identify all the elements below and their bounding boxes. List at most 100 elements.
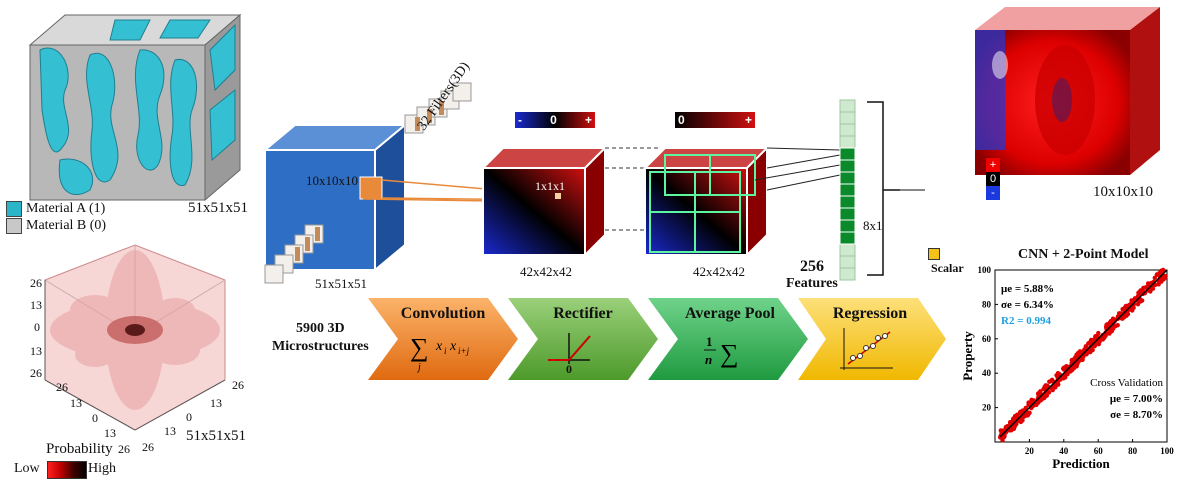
scatter-point xyxy=(1044,393,1050,398)
scatter-point xyxy=(1105,321,1110,327)
active-filter-cube xyxy=(359,176,383,200)
scatter-point xyxy=(998,428,1003,433)
scatter-point xyxy=(1159,279,1164,284)
legend-material-b: Material B (0) xyxy=(6,218,106,234)
axis-tick-br-1: 26 xyxy=(232,378,244,392)
pool-output-size-label: 42x42x42 xyxy=(693,264,745,279)
pipeline-chevrons: ∑ x i x i+j j 1 n ∑ xyxy=(368,298,946,380)
pool-colorbar: 0 + xyxy=(675,112,755,128)
scatter-point xyxy=(1162,275,1168,281)
scalar-output-box xyxy=(928,248,940,260)
conv-kernel-label: 1x1x1 xyxy=(535,179,565,193)
conv-output-cube xyxy=(480,145,608,258)
step-rectifier-title: Rectifier xyxy=(553,305,613,322)
input-size-label: 51x51x51 xyxy=(315,276,367,291)
colorbar1-pos: + xyxy=(584,113,592,127)
colorbar1-neg: - xyxy=(518,113,522,127)
scatter-point xyxy=(1120,316,1125,321)
scatter-point xyxy=(1034,402,1039,408)
scatter-point xyxy=(1160,267,1166,273)
colorbar1-zero: 0 xyxy=(550,113,557,127)
wcb-zero: 0 xyxy=(986,172,1000,186)
scatter-point xyxy=(1113,324,1118,329)
scatter-point xyxy=(1120,307,1125,312)
y-tick-label: 40 xyxy=(982,368,992,378)
axis-tick-left-3: 0 xyxy=(34,320,40,334)
axis-tick-bl-4: 13 xyxy=(104,426,116,440)
material-a-label: Material A (1) xyxy=(26,201,106,216)
features-label: Features xyxy=(786,276,838,291)
scatter-point xyxy=(1043,383,1049,388)
scatter-point xyxy=(1046,390,1052,395)
scatter-point xyxy=(1093,333,1098,339)
feature-brace xyxy=(867,101,900,276)
axis-tick-left-5: 26 xyxy=(30,366,42,380)
scatter-point xyxy=(1069,368,1075,373)
probability-high-label: High xyxy=(88,461,116,476)
scatter-point xyxy=(1037,390,1042,395)
feature-vector xyxy=(839,99,856,281)
features-count-label: 256 xyxy=(800,258,824,275)
legend-material-a: Material A (1) xyxy=(6,201,105,217)
scatter-point xyxy=(1000,438,1005,443)
axis-tick-left-1: 26 xyxy=(30,276,42,290)
svg-text:n: n xyxy=(705,352,712,367)
x-tick-label: 60 xyxy=(1094,446,1104,456)
scatter-point xyxy=(1086,341,1091,346)
axis-tick-bl-1: 26 xyxy=(56,380,68,394)
annotation-cv-sigma: σe = 8.70% xyxy=(1110,409,1163,421)
chevron-regression xyxy=(798,298,946,380)
wcb-neg: - xyxy=(986,186,1000,200)
scatter-point xyxy=(1061,367,1067,372)
trend-line xyxy=(999,269,1168,438)
weights-colorbar: + 0 - xyxy=(986,158,1000,200)
colorbar2-pos: + xyxy=(744,113,752,127)
annotation-cv-title: Cross Validation xyxy=(1090,377,1163,389)
scatter-point xyxy=(1064,363,1069,369)
material-b-label: Material B (0) xyxy=(26,218,107,233)
annotation-r2: R2 = 0.994 xyxy=(1001,315,1051,327)
x-tick-label: 20 xyxy=(1025,446,1035,456)
scalar-label: Scalar xyxy=(931,261,964,275)
scatter-point xyxy=(1002,433,1007,439)
probability-title: Probability xyxy=(46,441,113,457)
step-regression-title: Regression xyxy=(832,305,908,322)
scatter-point xyxy=(1056,382,1061,387)
annotation-sigma: σe = 6.34% xyxy=(1001,299,1054,311)
rectifier-zero-label: 0 xyxy=(566,362,572,376)
scatter-point xyxy=(1135,302,1141,307)
scatter-point xyxy=(1029,397,1034,403)
scatter-point xyxy=(1009,428,1014,433)
input-label-line1: 5900 3D xyxy=(296,321,345,336)
svg-text:i+j: i+j xyxy=(458,346,470,356)
x-axis-label: Prediction xyxy=(1052,456,1110,471)
pipeline-input-label: 5900 3D Microstructures xyxy=(272,320,369,356)
svg-text:1: 1 xyxy=(706,334,713,349)
y-tick-label: 80 xyxy=(982,299,992,309)
material-b-swatch xyxy=(6,218,22,234)
scatter-point xyxy=(1074,352,1080,358)
scatter-point xyxy=(1007,420,1013,425)
scatter-point xyxy=(1069,357,1075,363)
axis-tick-br-3: 0 xyxy=(186,410,192,424)
axis-tick-bl-3: 0 xyxy=(92,411,98,425)
chevron-average-pool xyxy=(648,298,808,380)
filter-size-label: 10x10x10 xyxy=(306,173,358,188)
scatter-point xyxy=(1101,335,1106,340)
filter-weights-cube xyxy=(975,7,1160,175)
scatter-point xyxy=(1071,364,1077,370)
axis-tick-bl-2: 13 xyxy=(70,396,82,410)
conv-colorbar: - 0 + xyxy=(515,112,595,128)
scatter-point xyxy=(1018,419,1024,425)
input-label-line2: Microstructures xyxy=(272,339,369,354)
svg-text:x: x xyxy=(449,339,457,354)
wcb-pos: + xyxy=(986,158,1000,172)
scatter-point xyxy=(1003,425,1008,430)
scatter-point xyxy=(1107,329,1113,335)
scatter-point xyxy=(1025,410,1031,415)
statistics-size-label: 51x51x51 xyxy=(186,428,246,444)
scatter-point xyxy=(1152,275,1157,281)
two-point-statistics-plot xyxy=(44,244,226,431)
scatter-point xyxy=(1079,357,1085,362)
